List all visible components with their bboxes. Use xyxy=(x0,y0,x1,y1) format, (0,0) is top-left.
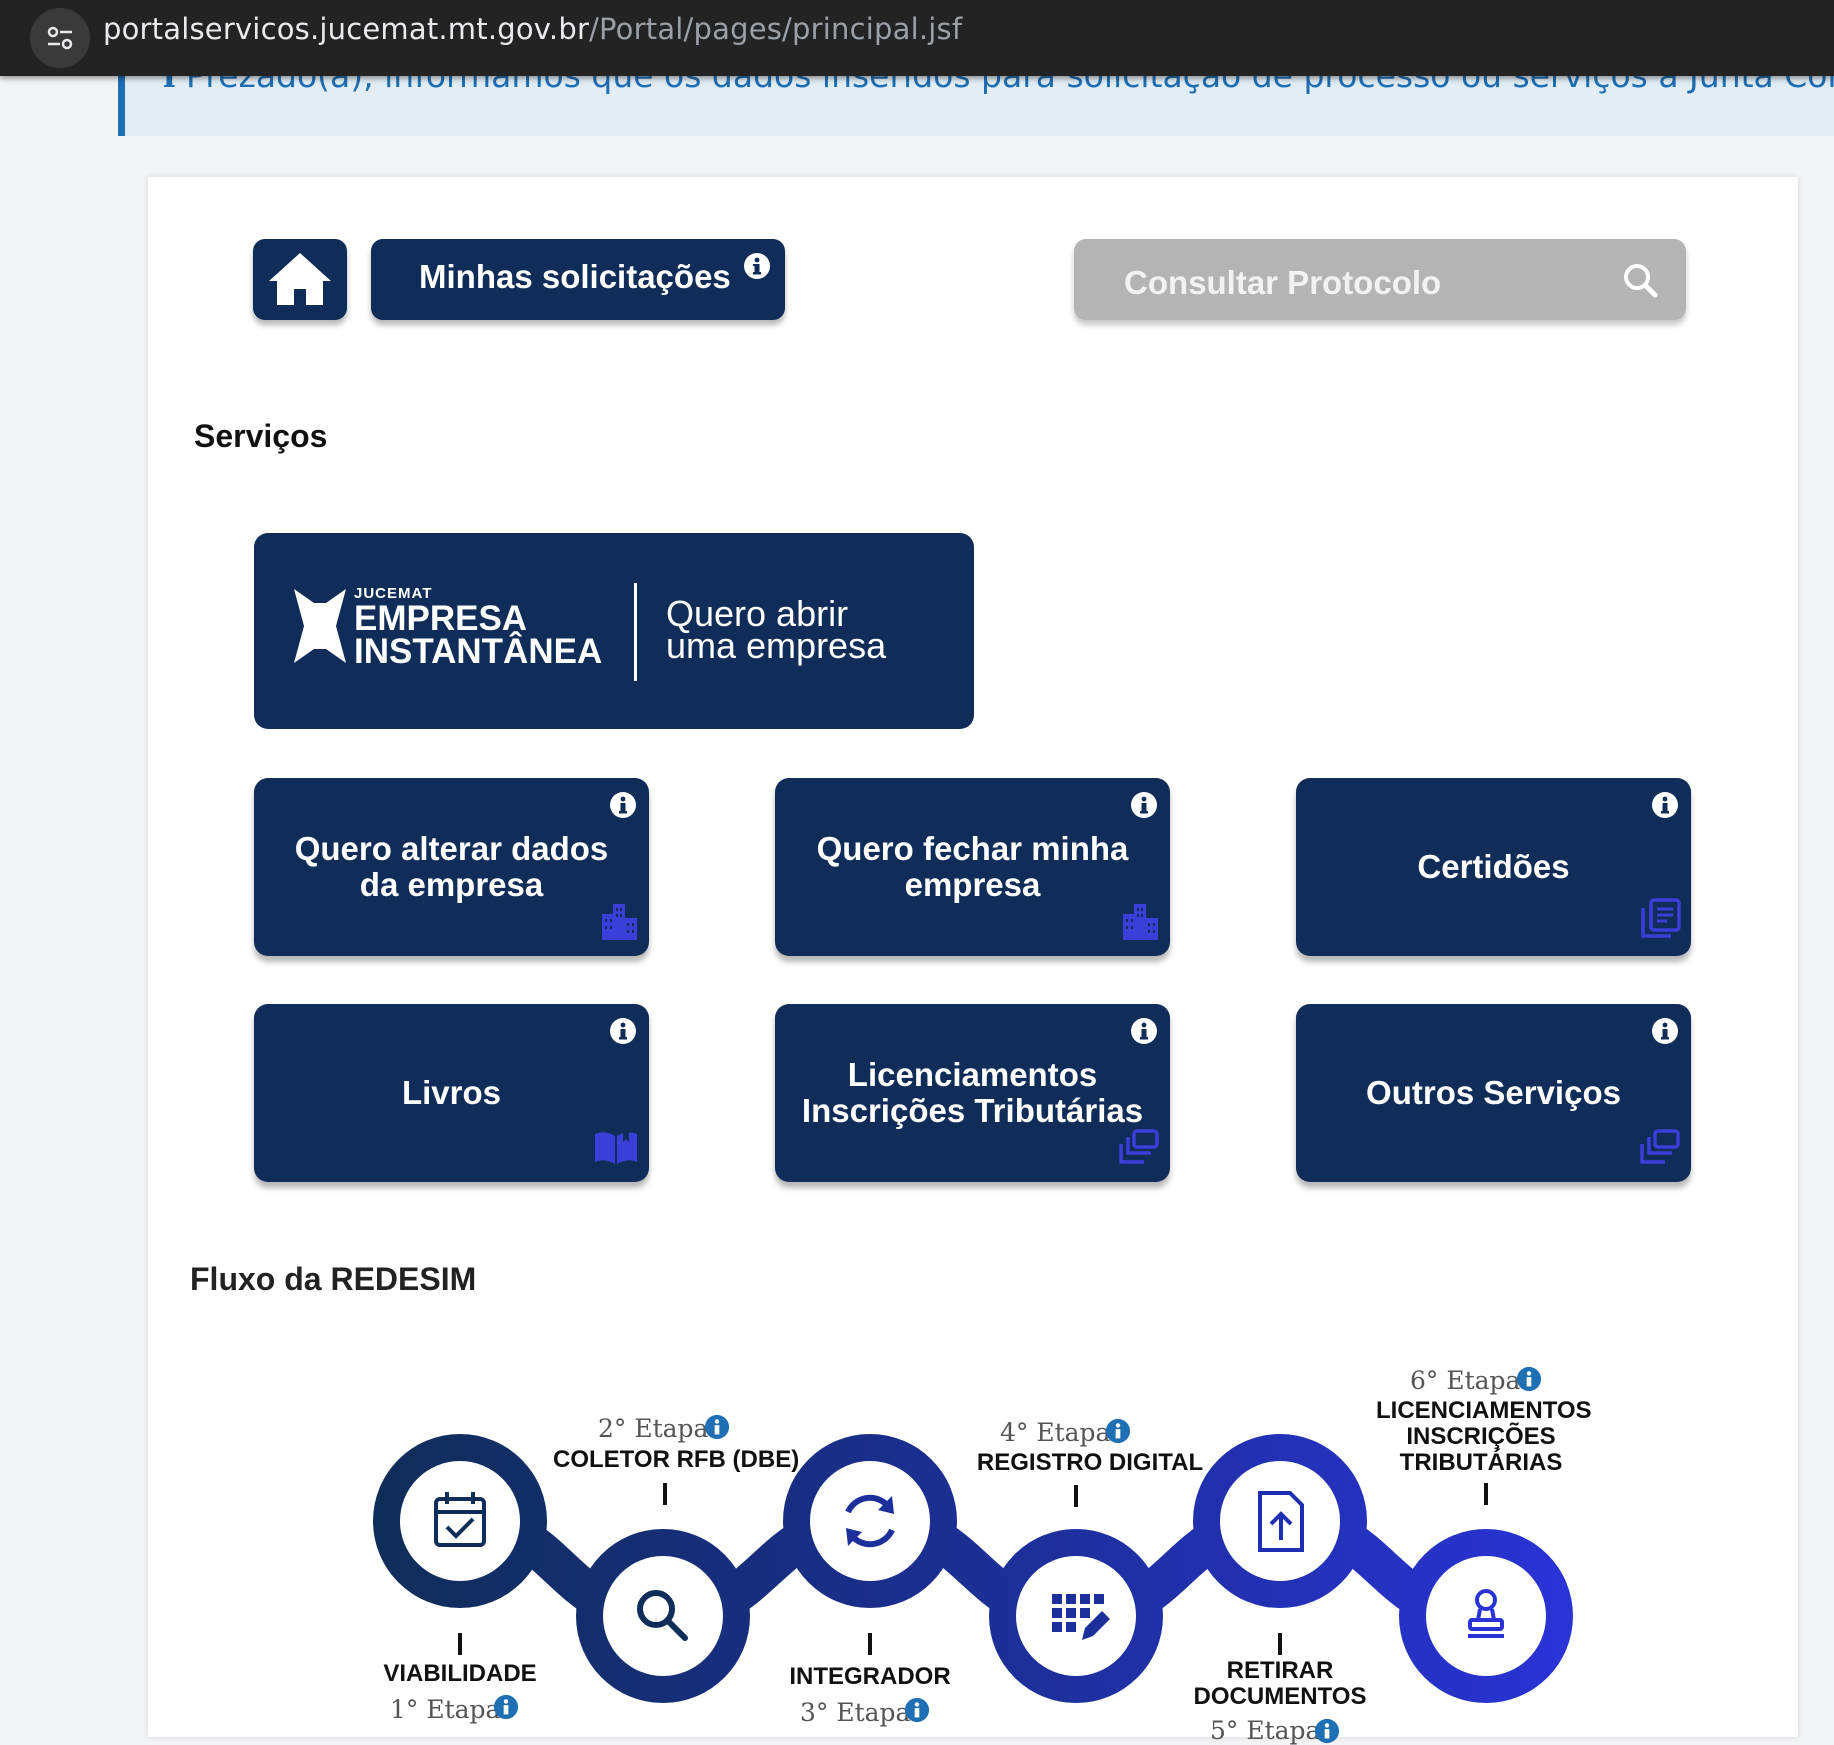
info-icon[interactable] xyxy=(1516,1366,1542,1392)
tick xyxy=(1278,1633,1282,1655)
info-icon[interactable] xyxy=(743,252,771,280)
tick xyxy=(1484,1483,1488,1505)
fluxo-redesim-heading: Fluxo da REDESIM xyxy=(190,1261,477,1297)
site-settings-icon[interactable] xyxy=(30,8,90,68)
divider xyxy=(634,583,637,681)
tick xyxy=(1074,1485,1078,1507)
info-icon[interactable] xyxy=(704,1414,730,1440)
cta-line1: Quero abrir xyxy=(666,593,849,634)
empresa-instantanea-logo xyxy=(294,589,346,663)
consultar-protocolo-input[interactable]: Consultar Protocolo xyxy=(1074,239,1686,320)
step5-etapa: 5° Etapa xyxy=(1210,1716,1321,1745)
tile-certidoes[interactable]: Certidões xyxy=(1296,778,1691,956)
tick xyxy=(868,1633,872,1655)
info-icon[interactable] xyxy=(1130,791,1158,819)
minhas-solicitacoes-label: Minhas solicitações xyxy=(419,258,731,295)
step3-etapa: 3° Etapa xyxy=(800,1698,911,1727)
tile-label: Licenciamentos Inscrições Tributárias xyxy=(801,1056,1144,1129)
search-icon xyxy=(637,1590,688,1641)
abrir-empresa-button[interactable]: JUCEMAT EMPRESA INSTANTÂNEA Quero abrir … xyxy=(254,533,974,729)
brand-small: JUCEMAT xyxy=(354,585,433,602)
tile-fechar-empresa[interactable]: Quero fechar minha empresa xyxy=(775,778,1170,956)
step1-name: VIABILIDADE xyxy=(383,1660,537,1687)
layers-icon xyxy=(1119,1129,1159,1164)
tile-livros[interactable]: Livros xyxy=(254,1004,649,1182)
step4-etapa: 4° Etapa xyxy=(1000,1418,1111,1447)
search-icon[interactable] xyxy=(1622,262,1658,298)
url-text[interactable]: portalservicos.jucemat.mt.gov.br/Portal/… xyxy=(103,10,962,48)
step2-etapa: 2° Etapa xyxy=(598,1414,709,1443)
tile-alterar-empresa[interactable]: Quero alterar dados da empresa xyxy=(254,778,649,956)
documents-icon xyxy=(1641,898,1681,938)
book-icon xyxy=(595,1129,637,1164)
tick xyxy=(458,1633,462,1655)
tile-licenciamentos[interactable]: Licenciamentos Inscrições Tributárias xyxy=(775,1004,1170,1182)
grid-edit-icon xyxy=(1052,1594,1110,1640)
info-icon[interactable] xyxy=(1314,1718,1340,1744)
home-button[interactable] xyxy=(253,239,347,320)
info-icon[interactable] xyxy=(1105,1418,1131,1444)
url-host: portalservicos.jucemat.mt.gov.br xyxy=(103,12,590,46)
step5-name: RETIRAR DOCUMENTOS xyxy=(1193,1657,1367,1710)
brand-line1: EMPRESA xyxy=(354,599,528,638)
layers-icon xyxy=(1640,1129,1680,1164)
calendar-check-icon xyxy=(434,1492,486,1547)
minhas-solicitacoes-button[interactable]: Minhas solicitações xyxy=(371,239,785,320)
tile-label: Outros Serviços xyxy=(1366,1074,1621,1111)
info-icon[interactable] xyxy=(609,1017,637,1045)
tile-label: Quero fechar minha empresa xyxy=(816,830,1129,903)
step4-name: REGISTRO DIGITAL xyxy=(976,1449,1204,1476)
step6-name: LICENCIAMENTOS INSCRIÇÕES TRIBUTÁRIAS xyxy=(1376,1397,1592,1476)
info-icon[interactable] xyxy=(1651,791,1679,819)
cta-line2: uma empresa xyxy=(666,625,887,666)
tile-outros-servicos[interactable]: Outros Serviços xyxy=(1296,1004,1691,1182)
step3-name: INTEGRADOR xyxy=(789,1663,951,1690)
info-icon[interactable] xyxy=(1651,1017,1679,1045)
info-icon[interactable] xyxy=(609,791,637,819)
url-path: /Portal/pages/principal.jsf xyxy=(589,12,963,46)
brand-line2: INSTANTÂNEA xyxy=(354,632,603,671)
tile-label: Quero alterar dados da empresa xyxy=(294,830,609,903)
tick xyxy=(663,1483,667,1505)
info-icon[interactable] xyxy=(1130,1017,1158,1045)
step6-etapa: 6° Etapa xyxy=(1410,1366,1521,1395)
tile-label: Certidões xyxy=(1417,848,1570,885)
info-icon[interactable] xyxy=(493,1694,519,1720)
protocolo-placeholder: Consultar Protocolo xyxy=(1124,264,1442,301)
home-icon xyxy=(269,253,331,305)
tile-label: Livros xyxy=(401,1074,502,1111)
sync-icon xyxy=(845,1494,895,1548)
browser-address-bar: portalservicos.jucemat.mt.gov.br/Portal/… xyxy=(0,0,1834,76)
step1-etapa: 1° Etapa xyxy=(390,1695,501,1724)
building-icon xyxy=(602,904,637,940)
stamp-icon xyxy=(1468,1589,1504,1638)
building-icon xyxy=(1123,904,1158,940)
step2-name: COLETOR RFB (DBE) xyxy=(553,1446,800,1473)
info-icon[interactable] xyxy=(904,1697,930,1723)
file-upload-icon xyxy=(1258,1491,1304,1552)
servicos-heading: Serviços xyxy=(194,418,328,454)
